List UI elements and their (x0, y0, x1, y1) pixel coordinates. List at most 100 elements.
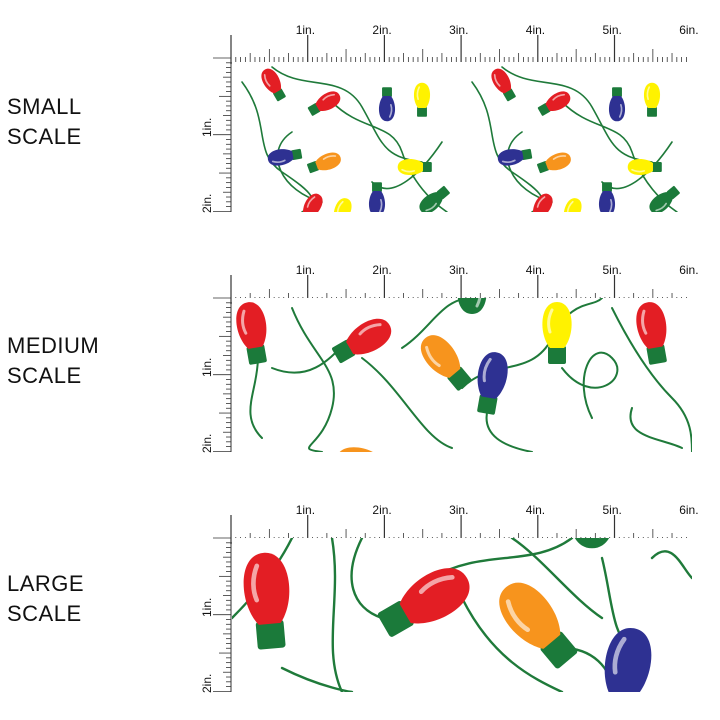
light-bulb-icon (457, 298, 487, 314)
ruler-inch-label: 3in. (449, 263, 469, 277)
small-scale-swatch-row: 1in. 2in. 3in. 4in. 5in. 6in. 1in. 2in. (200, 22, 700, 214)
christmas-lights-pattern (241, 66, 680, 212)
ruler-inch-label: 2in. (200, 194, 214, 214)
light-wire (501, 66, 653, 163)
scale-label-line1: SMALL (7, 94, 82, 119)
ruler-inch-label: 4in. (525, 23, 546, 37)
ruler-inch-label: 4in. (525, 503, 546, 517)
light-bulb-icon (627, 158, 662, 176)
light-wire (460, 596, 564, 692)
ruler-inch-label: 2in. (200, 434, 214, 454)
light-bulb-icon (419, 185, 450, 212)
light-bulb-icon (248, 211, 275, 212)
light-wire (650, 550, 692, 580)
light-bulb-icon (608, 87, 626, 122)
light-bulb-icon (413, 82, 431, 117)
light-wire (350, 538, 384, 620)
ruler-inch-label: 2in. (372, 503, 392, 517)
left-ruler: 1in. 2in. (200, 56, 232, 214)
fabric-swatch-small (232, 62, 692, 212)
light-bulb-icon (499, 582, 578, 669)
ruler-inch-label: 2in. (372, 23, 392, 37)
christmas-lights-pattern (232, 538, 692, 692)
light-bulb-icon (236, 302, 267, 365)
light-wire (510, 538, 604, 620)
fabric-swatch-medium (232, 298, 692, 452)
light-bulb-icon (574, 538, 610, 549)
ruler-inch-label: 6in. (679, 503, 699, 517)
light-bulb-icon (643, 82, 661, 117)
light-bulb-icon (333, 198, 352, 212)
light-wire (361, 357, 453, 449)
small-scale-label: SMALL SCALE (7, 92, 82, 152)
light-bulb-icon (563, 198, 582, 212)
light-bulb-icon (336, 447, 383, 452)
light-bulb-icon (598, 182, 616, 212)
ruler-inch-label: 1in. (200, 117, 214, 137)
ruler-inch-label: 1in. (295, 23, 316, 37)
light-wire (291, 307, 335, 452)
ruler-inch-label: 4in. (525, 263, 546, 277)
light-bulb-icon (478, 211, 505, 212)
left-ruler: 1in. 2in. (200, 296, 232, 454)
light-bulb-icon (532, 193, 553, 212)
fabric-swatch-large (232, 538, 692, 692)
large-scale-label: LARGE SCALE (7, 569, 84, 629)
light-bulb-icon (332, 318, 392, 364)
light-bulb-icon (497, 148, 533, 166)
light-bulb-icon (368, 182, 386, 212)
light-bulb-icon (377, 568, 470, 637)
scale-label-line1: LARGE (7, 571, 85, 596)
light-wire (629, 407, 683, 449)
light-bulb-icon (267, 148, 303, 166)
light-bulb-icon (378, 87, 396, 122)
light-bulb-icon (261, 68, 286, 102)
light-bulb-icon (302, 193, 323, 212)
light-wire (330, 538, 344, 692)
ruler-inch-label: 1in. (295, 503, 316, 517)
large-scale-swatch-row: 1in. 2in. 3in. 4in. 5in. 6in. 1in. 2in. (200, 502, 700, 694)
medium-scale-label: MEDIUM SCALE (7, 331, 99, 391)
ruler-inch-label: 6in. (679, 263, 699, 277)
light-wire (280, 666, 354, 692)
light-bulb-icon (636, 302, 667, 365)
light-bulb-icon (524, 449, 590, 452)
ruler-inch-label: 3in. (449, 23, 469, 37)
light-bulb-icon (649, 185, 680, 212)
light-bulb-icon (243, 552, 290, 650)
ruler-inch-label: 2in. (372, 263, 392, 277)
light-wire (241, 81, 314, 212)
light-bulb-icon (537, 91, 571, 116)
ruler-inch-label: 1in. (200, 357, 214, 377)
ruler-inch-label: 6in. (679, 23, 699, 37)
light-wire (561, 351, 619, 419)
light-bulb-icon (307, 152, 341, 174)
scale-label-line2: SCALE (7, 601, 82, 626)
light-bulb-icon (542, 302, 572, 364)
ruler-inch-label: 5in. (602, 263, 622, 277)
scale-label-line2: SCALE (7, 124, 82, 149)
light-bulb-icon (491, 68, 516, 102)
ruler-inch-label: 1in. (200, 597, 214, 617)
ruler-inch-label: 3in. (449, 503, 469, 517)
ruler-inch-label: 5in. (602, 503, 622, 517)
light-bulb-icon (307, 91, 341, 116)
left-ruler-ticks (213, 56, 232, 212)
top-ruler: 1in. 2in. 3in. 4in. 5in. 6in. (230, 22, 699, 64)
medium-scale-swatch-row: 1in. 2in. 3in. 4in. 5in. 6in. 1in. 2in. (200, 262, 700, 454)
ruler-inch-label: 2in. (200, 674, 214, 694)
left-ruler-ticks (213, 536, 232, 692)
left-ruler-ticks (213, 296, 232, 452)
light-bulb-icon (397, 158, 432, 176)
left-ruler: 1in. 2in. (200, 536, 232, 694)
light-wire (271, 66, 423, 163)
ruler-inch-label: 5in. (602, 23, 622, 37)
light-bulb-icon (477, 352, 508, 415)
light-wire (611, 307, 692, 452)
ruler-inch-label: 1in. (295, 263, 316, 277)
scale-label-line1: MEDIUM (7, 333, 100, 358)
light-bulb-icon (420, 335, 472, 391)
light-bulb-icon (537, 152, 571, 174)
christmas-lights-pattern (236, 298, 692, 452)
scale-label-line2: SCALE (7, 363, 82, 388)
